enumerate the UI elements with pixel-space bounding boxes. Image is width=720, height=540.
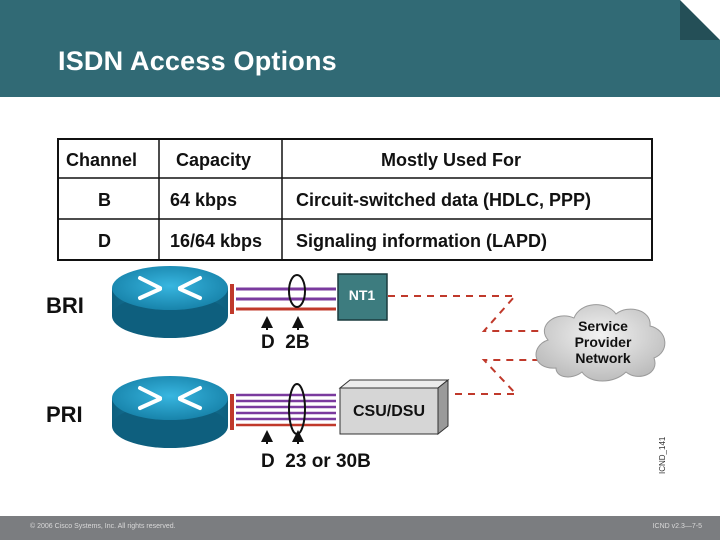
up-arrow-icon (261, 316, 273, 328)
router-top (112, 266, 228, 310)
bri-interface-bar (230, 284, 234, 314)
table-cell: B (98, 190, 111, 210)
pri-channel-lines (236, 393, 336, 427)
router-arrows-icon (138, 276, 202, 300)
table-cell: D (98, 231, 111, 251)
csu-dsu-label: CSU/DSU (353, 403, 425, 420)
router-top (112, 376, 228, 420)
csu-box-top (338, 379, 450, 389)
pri-router-icon (112, 376, 228, 448)
cloud-label-line: Network (575, 350, 630, 366)
bri-channel-lines (236, 287, 336, 311)
table-cell: Signaling information (LAPD) (296, 231, 547, 251)
nt1-label: NT1 (349, 287, 376, 303)
slide-header: ISDN Access Options (0, 0, 720, 97)
table-border (57, 138, 653, 261)
slide-title: ISDN Access Options (58, 46, 337, 76)
pri-channels-label: D 23 or 30B (261, 451, 371, 472)
page-curl (680, 0, 720, 40)
bri-provider-link (388, 295, 540, 332)
up-arrow-icon (292, 430, 304, 442)
service-provider-cloud: Service Provider Network (535, 304, 666, 382)
provider-links (388, 295, 540, 395)
cloud-label-line: Provider (575, 334, 632, 350)
table-header-used-for: Mostly Used For (381, 150, 521, 170)
csu-box-side (437, 378, 449, 436)
pri-provider-link (455, 359, 540, 395)
nt1-box (337, 273, 388, 321)
pri-label: PRI (46, 402, 83, 427)
router-arrows-icon (138, 386, 202, 410)
pri-row: PRI CSU/DSU D 23 or 30B (46, 376, 450, 472)
bri-label: BRI (46, 293, 84, 318)
up-arrow-icon (261, 430, 273, 442)
table-cell: 16/64 kbps (170, 231, 262, 251)
bri-channels-label: D 2B (261, 332, 310, 353)
table-header-channel: Channel (66, 150, 137, 170)
bri-router-icon (112, 266, 228, 338)
up-arrow-icon (292, 316, 304, 328)
figure-id: ICND_141 (658, 436, 667, 474)
bri-bundle-ring (288, 274, 306, 308)
csu-dsu-box (339, 387, 439, 435)
copyright-text: © 2006 Cisco Systems, Inc. All rights re… (30, 523, 176, 530)
course-page-label: ICND v2.3—7-5 (652, 523, 702, 530)
pri-interface-bar (230, 394, 234, 430)
cloud-shape (535, 304, 666, 382)
table-cell: Circuit-switched data (HDLC, PPP) (296, 190, 591, 210)
table-header-capacity: Capacity (176, 150, 251, 170)
slide-footer: © 2006 Cisco Systems, Inc. All rights re… (0, 516, 720, 540)
bri-row: BRI NT1 D 2B (46, 266, 388, 353)
pri-bundle-ring (288, 383, 306, 435)
cloud-label-line: Service (578, 318, 628, 334)
channel-table: Channel Capacity Mostly Used For B 64 kb… (57, 138, 653, 261)
table-cell: 64 kbps (170, 190, 237, 210)
